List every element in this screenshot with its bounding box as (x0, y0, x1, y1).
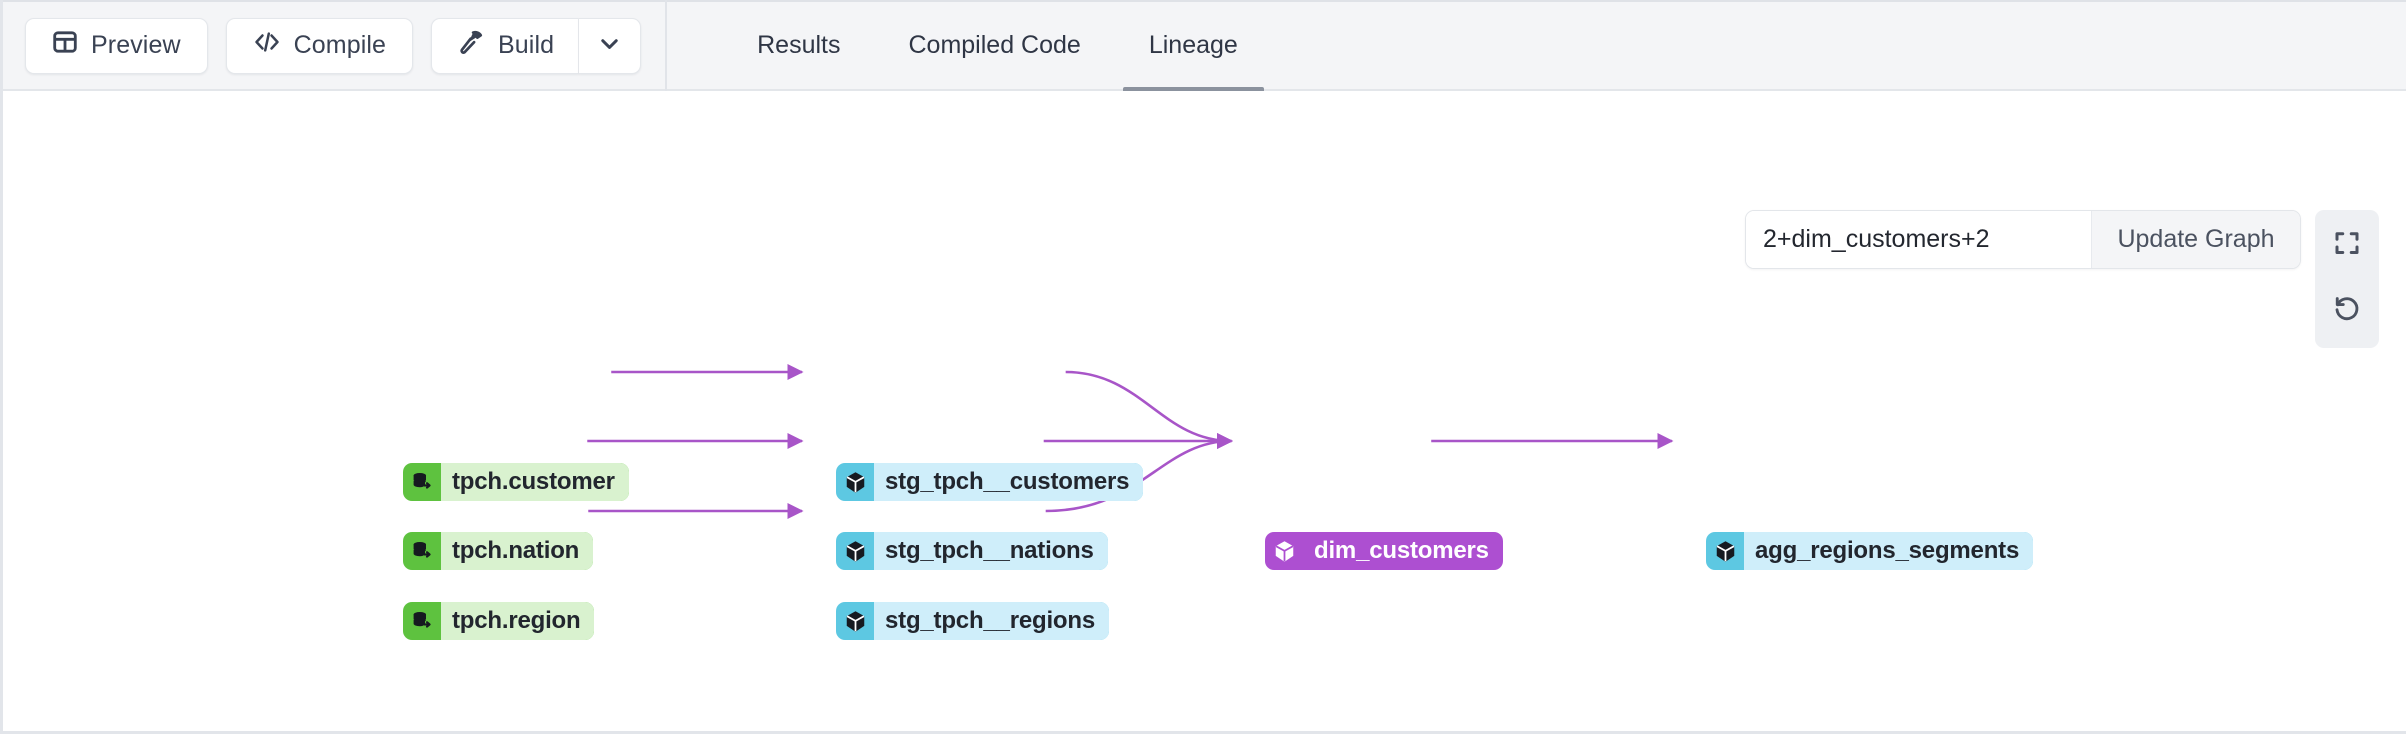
edge-stg-regions-dim (1045, 432, 1234, 513)
compile-button-label: Compile (293, 31, 387, 59)
graph-selector-input[interactable] (1746, 211, 2091, 268)
tab-results-label: Results (757, 31, 841, 59)
compile-button[interactable]: Compile (225, 17, 414, 74)
tab-lineage-label: Lineage (1148, 31, 1238, 59)
lineage-canvas[interactable]: Update Graph (3, 91, 2406, 731)
tab-results[interactable]: Results (723, 0, 874, 91)
node-label: stg_tpch__customers (874, 463, 1144, 501)
node-agg-regions-segments[interactable]: agg_regions_segments (1706, 532, 2034, 570)
node-dim-customers[interactable]: dim_customers (1265, 532, 1503, 570)
fullscreen-button[interactable] (2323, 222, 2371, 268)
hammer-icon (458, 29, 485, 63)
node-stg-tpch-customers[interactable]: stg_tpch__customers (836, 463, 1144, 501)
node-label: stg_tpch__regions (874, 602, 1109, 640)
update-graph-button-label: Update Graph (2117, 225, 2275, 253)
tab-bar: Results Compiled Code Lineage (723, 0, 1272, 91)
cube-icon (836, 532, 874, 570)
action-button-group: Preview Compile (25, 17, 642, 74)
expand-icon (2332, 228, 2362, 263)
chevron-down-icon (596, 30, 623, 62)
node-label: tpch.customer (441, 463, 629, 501)
database-icon (403, 532, 441, 570)
database-icon (403, 602, 441, 640)
build-split-button: Build (431, 17, 642, 74)
node-label: stg_tpch__nations (874, 532, 1108, 570)
toolbar-divider (665, 0, 668, 91)
cube-icon (836, 463, 874, 501)
lineage-graph[interactable]: tpch.customer tpch.nation (3, 91, 2406, 731)
node-label: dim_customers (1314, 537, 1489, 564)
reset-graph-button[interactable] (2323, 288, 2371, 334)
database-icon (403, 463, 441, 501)
node-tpch-nation[interactable]: tpch.nation (403, 532, 594, 570)
tab-compiled-code[interactable]: Compiled Code (875, 0, 1115, 91)
node-label: agg_regions_segments (1744, 532, 2034, 570)
tab-compiled-code-label: Compiled Code (908, 31, 1081, 59)
node-stg-tpch-nations[interactable]: stg_tpch__nations (836, 532, 1108, 570)
reset-icon (2332, 294, 2362, 329)
node-stg-tpch-regions[interactable]: stg_tpch__regions (836, 602, 1109, 640)
table-icon (52, 29, 78, 62)
cube-icon (1265, 532, 1303, 570)
tab-lineage[interactable]: Lineage (1115, 0, 1272, 91)
code-icon (253, 30, 281, 61)
cube-icon (836, 602, 874, 640)
node-label: tpch.nation (441, 532, 594, 570)
build-button[interactable]: Build (431, 17, 580, 74)
graph-selector-group: Update Graph (1745, 210, 2301, 269)
cube-icon (1706, 532, 1744, 570)
toolbar: Preview Compile (3, 0, 2406, 91)
build-button-label: Build (498, 31, 555, 59)
lineage-edges (587, 363, 1674, 520)
node-label: tpch.region (441, 602, 595, 640)
graph-view-controls (2315, 210, 2379, 348)
node-tpch-customer[interactable]: tpch.customer (403, 463, 629, 501)
edge-stg-customers-dim (1065, 370, 1234, 450)
build-dropdown-toggle[interactable] (579, 17, 642, 74)
preview-button[interactable]: Preview (25, 17, 208, 74)
preview-button-label: Preview (91, 31, 181, 59)
node-tpch-region[interactable]: tpch.region (403, 602, 595, 640)
update-graph-button[interactable]: Update Graph (2091, 211, 2300, 268)
